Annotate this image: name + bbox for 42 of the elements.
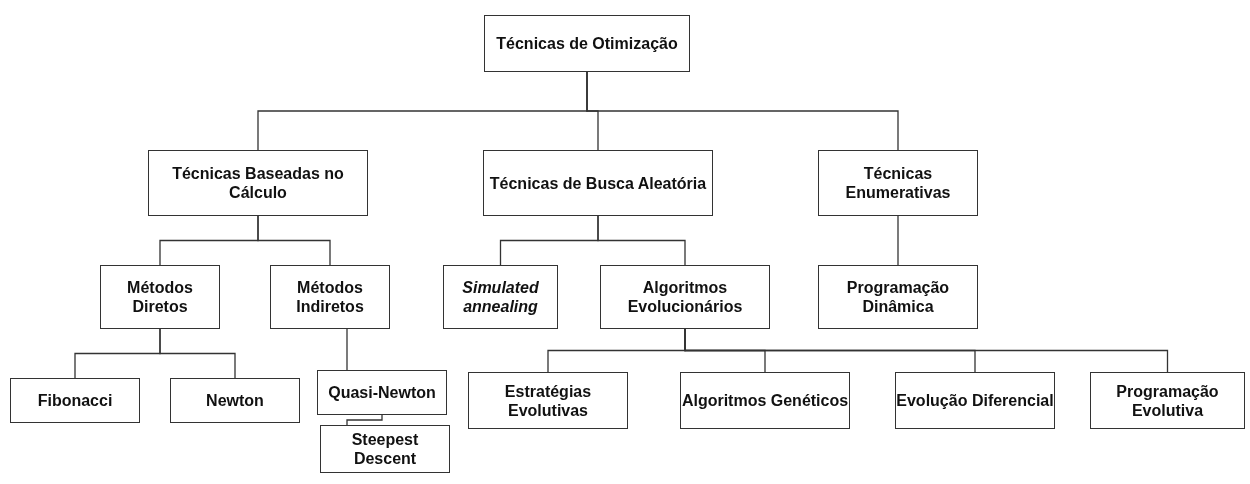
node-label: Algoritmos Evolucionários [626,278,744,316]
node-box [895,372,1055,429]
node-box [818,265,978,329]
node-label: Programação Dinâmica [845,278,951,316]
node-label: Simulated annealing [461,278,540,316]
node-box [818,150,978,216]
node-box [10,378,140,423]
node-label: Programação Evolutiva [1115,381,1220,420]
node-box [270,265,390,329]
node-box [484,15,690,72]
node-box [483,150,713,216]
connector-line [159,328,236,379]
connector-line [897,215,899,266]
node-box [468,372,628,429]
node-label: Técnicas Baseadas no Cálculo [171,164,345,202]
node-label: Steepest Descent [350,430,420,468]
node-box [148,150,368,216]
node-label: Algoritmos Genéticos [681,391,849,410]
node-label: Estratégias Evolutivas [503,381,593,420]
connector-line [346,414,383,426]
node-box [317,370,447,415]
connector-line [586,71,899,151]
node-box [170,378,300,423]
node-box [320,425,450,473]
node-label: Técnicas Enumerativas [844,164,952,202]
node-box [100,265,220,329]
node-box [443,265,558,329]
node-box [680,372,850,429]
connector-line [684,328,1169,373]
node-label: Fibonacci [37,391,113,410]
connector-line [257,215,331,266]
connector-line [597,215,686,266]
node-box [1090,372,1245,429]
node-label: Newton [206,391,264,410]
connector-line [346,328,348,371]
node-label: Técnicas de Otimização [496,34,678,53]
node-label: Quasi-Newton [328,383,436,402]
node-label: Técnicas de Busca Aleatória [489,173,707,193]
node-label: Métodos Diretos [126,278,194,316]
node-label: Métodos Indiretos [295,278,365,316]
node-label: Evolução Diferencial [896,391,1054,410]
node-box [600,265,770,329]
